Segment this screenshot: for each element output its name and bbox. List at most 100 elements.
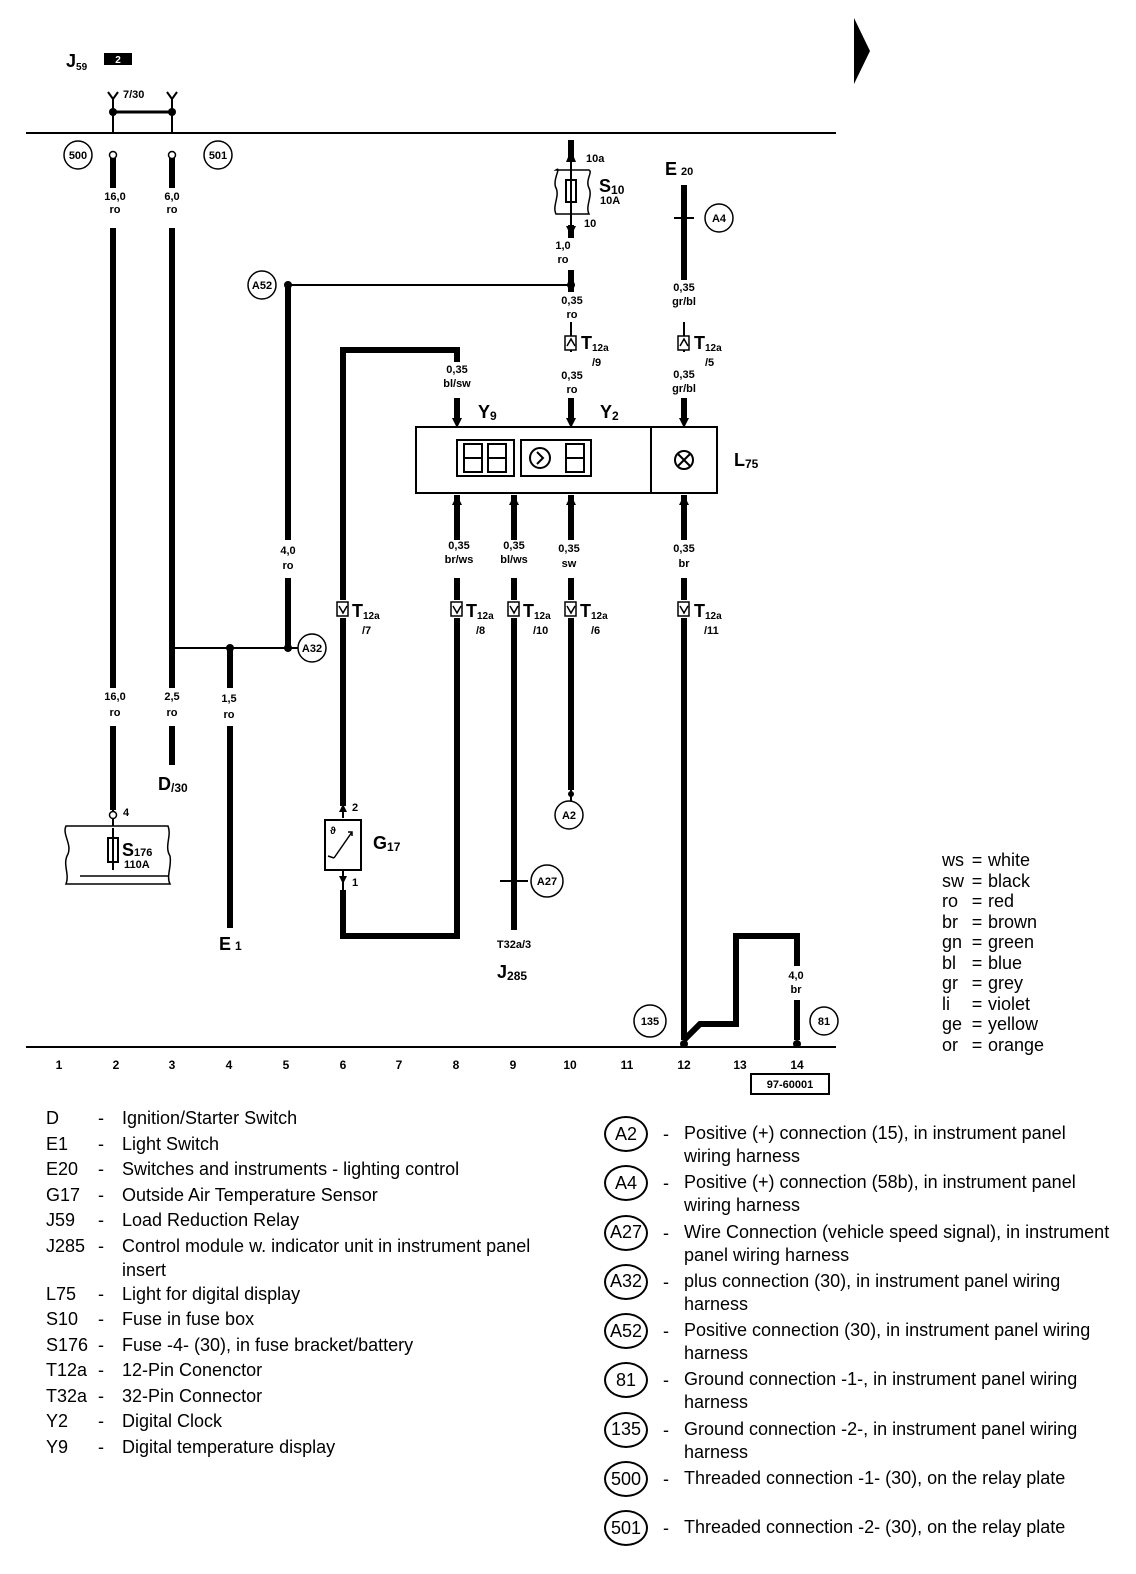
svg-text:T12a: T12a [580,601,608,622]
svg-text:2: 2 [113,1058,120,1072]
svg-text:14: 14 [790,1058,804,1072]
svg-text:10A: 10A [600,195,620,207]
svg-text:bl/ws: bl/ws [500,554,528,566]
terminal-rings [108,150,177,820]
svg-text:10: 10 [563,1058,577,1072]
svg-text:/9: /9 [592,357,601,369]
legend-description: Control module w. indicator unit in inst… [122,1235,531,1280]
legend-dash: - [98,1133,104,1154]
svg-text:1,5: 1,5 [221,693,236,705]
lamp-icon [674,450,694,470]
display-unit[interactable] [415,426,718,494]
svg-text:81: 81 [818,1016,830,1028]
connection-description: plus connection (30), in instrument pane… [684,1270,1061,1314]
color-name: green [988,932,1035,952]
svg-text:A4: A4 [712,213,727,225]
connection-legend: A2-Positive (+) connection (15), in inst… [604,1116,1114,1560]
svg-text:A2: A2 [562,810,576,822]
svg-text:9: 9 [510,1058,517,1072]
legend-dash: - [663,1271,669,1292]
color-code-row: ge=yellow [942,1014,1044,1035]
legend-item: L75-Light for digital display [46,1282,542,1308]
svg-text:8: 8 [453,1058,460,1072]
color-code-row: bl=blue [942,953,1044,974]
equals-sign: = [971,952,983,973]
svg-text:4,0: 4,0 [280,545,295,557]
legend-description: Fuse in fuse box [122,1309,255,1329]
legend-code: E20 [46,1159,79,1179]
legend-code: J285 [46,1235,86,1256]
connection-id-badge: A27 [604,1214,648,1251]
connection-id-badge: A4 [604,1165,648,1202]
l75-label: L75 [734,450,759,471]
diagram-number: 97-60001 [767,1079,814,1091]
svg-text:br: br [791,984,803,996]
legend-item: J285-Control module w. indicator unit in… [46,1234,542,1282]
legend-dash: - [663,1518,669,1539]
svg-text:0,35: 0,35 [448,540,469,552]
color-code-row: sw=black [942,871,1044,892]
connection-description: Positive connection (30), in instrument … [684,1320,1091,1364]
legend-dash: - [663,1370,669,1391]
connection-id-badge: 500 [604,1461,648,1498]
connection-legend-item: A4-Positive (+) connection (58b), in ins… [604,1165,1114,1216]
svg-text:T12a: T12a [694,333,722,354]
equals-sign: = [971,891,983,911]
legend-dash: - [98,1283,104,1304]
color-code: gr [942,973,959,993]
fuse-s10: 10a 10 S10 10A [553,150,625,236]
connection-markers [63,140,839,1038]
equals-sign: = [971,932,983,952]
svg-text:0,35: 0,35 [673,369,694,381]
svg-text:3: 3 [169,1058,176,1072]
connection-legend-item: A2-Positive (+) connection (15), in inst… [604,1116,1114,1166]
connection-description: Positive (+) connection (58b), in instru… [684,1172,1076,1216]
svg-text:0,35: 0,35 [673,282,694,294]
legend-description: Ignition/Starter Switch [122,1108,298,1128]
connection-id-badge: 81 [604,1362,648,1399]
svg-text:13: 13 [733,1058,747,1072]
track-numbers: 1 2 3 4 5 6 7 8 9 10 11 12 13 14 [56,1058,804,1072]
connection-legend-item: A27-Wire Connection (vehicle speed signa… [604,1214,1114,1265]
legend-dash: - [98,1411,104,1431]
legend-dash: - [98,1210,104,1230]
svg-text:10: 10 [584,218,596,230]
color-name: red [988,891,1015,911]
color-code: ws [942,850,964,870]
connection-id-badge: 501 [604,1510,648,1547]
legend-item: T12a-12-Pin Conenctor [46,1358,542,1384]
legend-code: S176 [46,1334,89,1355]
connector-labels: T12a /9 T12a /5 T12a /7 T12a /8 T12a /10… [352,333,722,637]
legend-item: E1-Light Switch [46,1132,542,1158]
color-name: grey [988,973,1024,993]
svg-text:G17: G17 [373,833,401,854]
svg-text:501: 501 [209,150,227,162]
svg-text:ro: ro [567,384,578,396]
connection-id-badge: A2 [604,1116,648,1152]
color-name: brown [988,911,1038,932]
legend-description: Digital temperature display [122,1436,336,1457]
connection-id-badge: 135 [604,1411,648,1448]
next-page-arrow-icon[interactable] [854,18,870,84]
connection-description: Ground connection -1-, in instrument pan… [684,1369,1078,1413]
thin-wires [112,217,694,890]
legend-description: 32-Pin Connector [122,1385,263,1406]
color-name: orange [988,1034,1045,1055]
svg-text:16,0: 16,0 [104,691,125,703]
svg-text:4,0: 4,0 [788,970,803,982]
color-code-row: gr=grey [942,973,1044,994]
color-code: ro [942,891,959,911]
relay-terminals [107,91,178,133]
equals-sign: = [971,993,983,1014]
connection-legend-item: A32-plus connection (30), in instrument … [604,1263,1114,1314]
connection-legend-item: A52-Positive connection (30), in instrum… [604,1313,1114,1364]
color-code-row: br=brown [942,912,1044,933]
svg-text:br: br [679,558,691,570]
equals-sign: = [971,1034,983,1055]
svg-text:5: 5 [283,1058,290,1072]
svg-text:ro: ro [283,560,294,572]
junction-dots [169,281,801,1048]
svg-text:sw: sw [562,558,577,570]
svg-text:6: 6 [340,1058,347,1072]
